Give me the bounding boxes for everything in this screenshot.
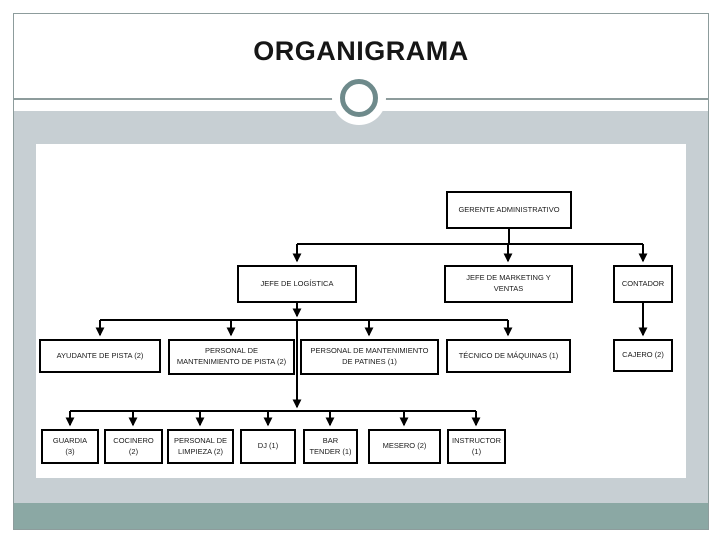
org-node-guardia: GUARDIA (3)	[41, 429, 99, 464]
org-node-gerente-administrativo: GERENTE ADMINISTRATIVO	[446, 191, 572, 229]
slide-title: ORGANIGRAMA	[253, 36, 469, 66]
org-node-dj: DJ (1)	[240, 429, 296, 464]
org-node-mantenimiento-patines: PERSONAL DE MANTENIMIENTO DE PATINES (1)	[300, 339, 439, 375]
slide-frame: ORGANIGRAMA	[13, 13, 709, 530]
org-node-jefe-de-logistica: JEFE DE LOGÍSTICA	[237, 265, 357, 303]
org-node-contador: CONTADOR	[613, 265, 673, 303]
org-node-mantenimiento-pista: PERSONAL DE MANTENIMIENTO DE PISTA (2)	[168, 339, 295, 375]
circle-ornament-icon	[340, 79, 378, 117]
org-node-tecnico-de-maquinas: TÉCNICO DE MÁQUINAS (1)	[446, 339, 571, 373]
org-node-personal-de-limpieza: PERSONAL DE LIMPIEZA (2)	[167, 429, 234, 464]
org-node-ayudante-de-pista: AYUDANTE DE PISTA (2)	[39, 339, 161, 373]
org-node-bar-tender: BAR TENDER (1)	[303, 429, 358, 464]
org-node-instructor: INSTRUCTOR (1)	[447, 429, 506, 464]
org-node-cocinero: COCINERO (2)	[104, 429, 163, 464]
org-chart-connectors	[65, 229, 648, 427]
org-chart-area: GERENTE ADMINISTRATIVO JEFE DE LOGÍSTICA…	[36, 144, 686, 478]
background-band-teal	[14, 503, 708, 529]
org-node-jefe-de-marketing: JEFE DE MARKETING Y VENTAS	[444, 265, 573, 303]
org-node-mesero: MESERO (2)	[368, 429, 441, 464]
org-node-cajero: CAJERO (2)	[613, 339, 673, 372]
